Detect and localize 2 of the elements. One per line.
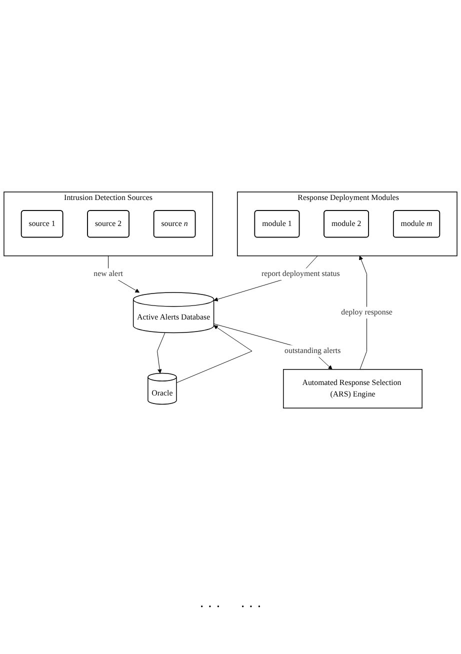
ellipsis-text: · · · <box>200 600 220 616</box>
ellipsis-text: · · · <box>240 600 262 616</box>
